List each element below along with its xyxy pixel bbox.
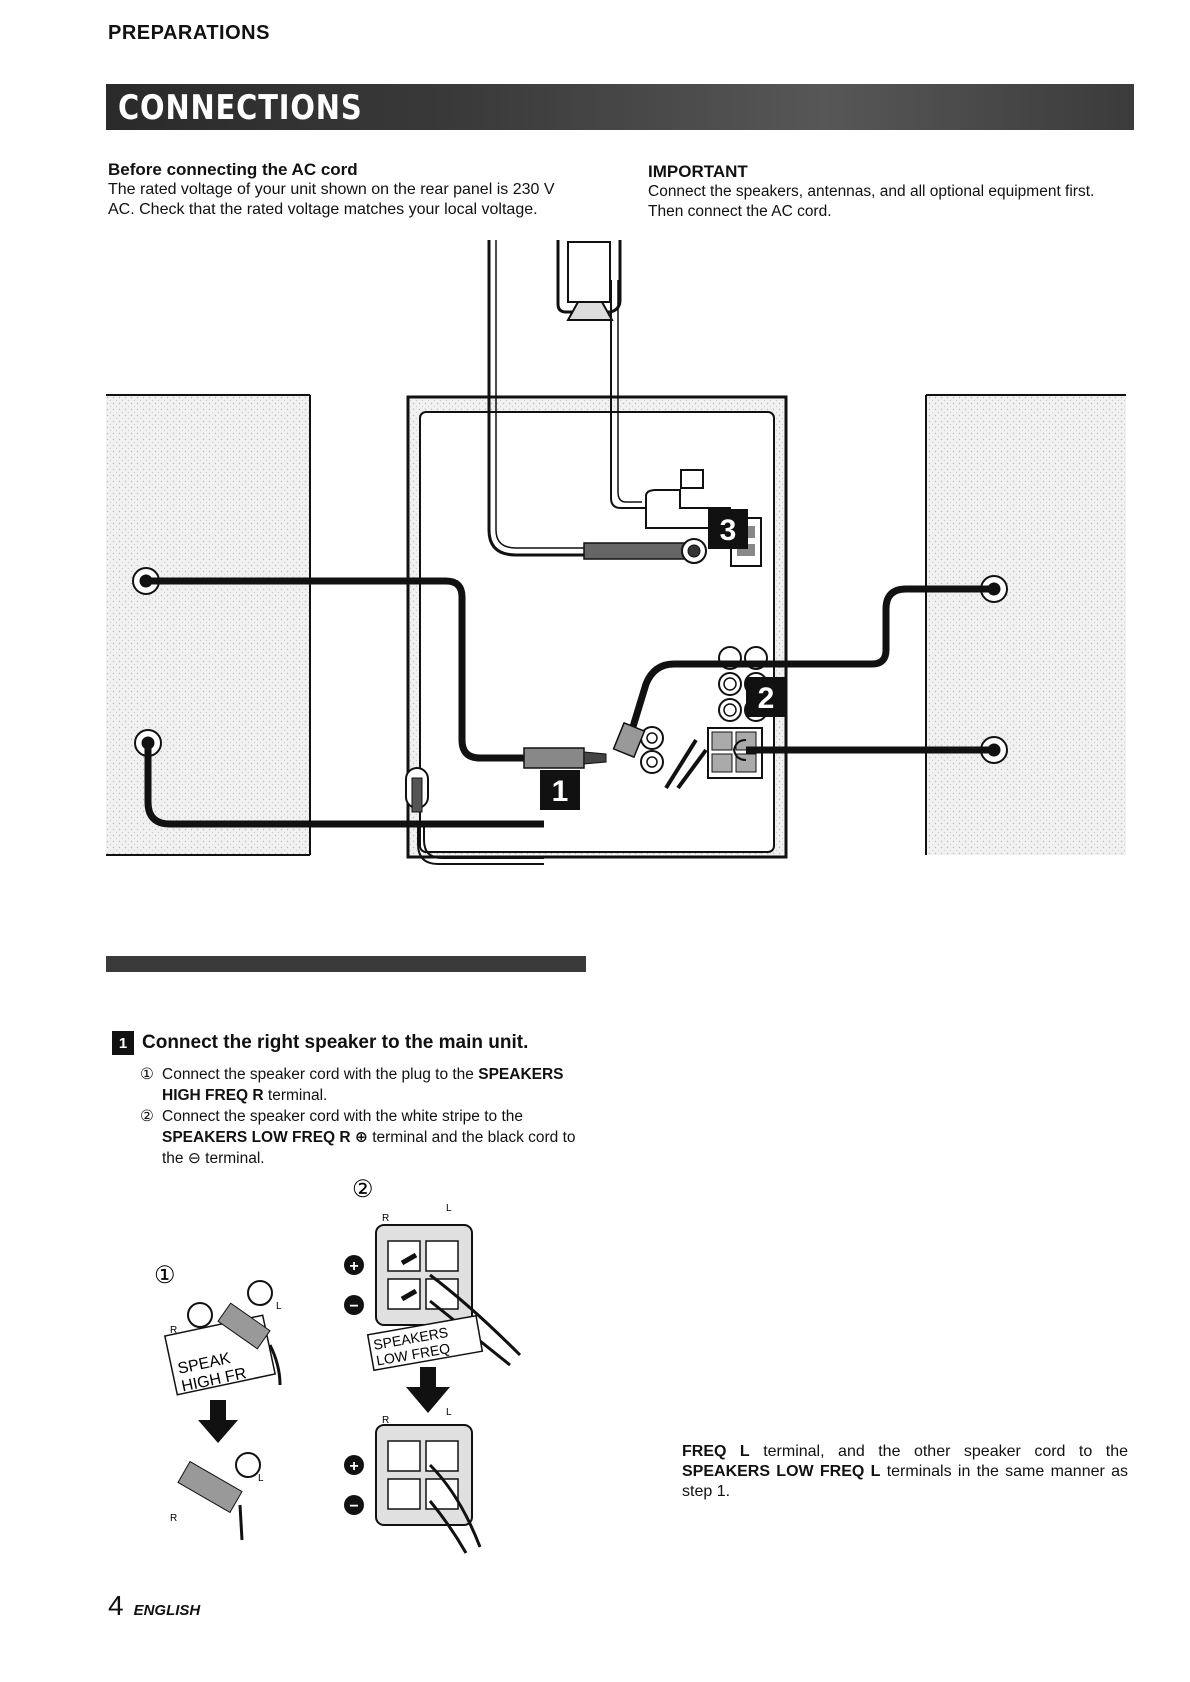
detail-marker-2: ② <box>352 1176 374 1203</box>
arrow-down-1 <box>198 1400 238 1443</box>
high-freq-jack-before: SPEAK HIGH FR R L <box>163 1280 282 1396</box>
detail-label-l-1: L <box>276 1301 282 1312</box>
right-speaker-low-cord <box>134 729 544 865</box>
continuation-text-b: terminal, and the other speaker cord to … <box>749 1443 1129 1460</box>
page-number: 4 <box>108 1590 124 1621</box>
svg-text:2: 2 <box>758 682 775 715</box>
low-freq-terminal-after: + − R L <box>344 1407 482 1554</box>
low-freq-terminal-before: SPEAKERS LOW FREQ + − R L <box>344 1203 522 1372</box>
instruction-2-marker: ② <box>140 1108 154 1125</box>
ac-cord-line-2: AC. Check that the rated voltage matches… <box>108 201 538 218</box>
instruction-1-marker: ① <box>140 1066 154 1083</box>
detail-label-l-3: L <box>446 1203 452 1214</box>
continuation-text-d: terminals in the same manner as step 1. <box>682 1463 1129 1500</box>
connection-diagram: 3 2 1 <box>106 240 1126 865</box>
left-speaker-box <box>925 394 1126 855</box>
section-label: PREPARATIONS <box>108 22 270 44</box>
detail-marker-1: ① <box>154 1262 176 1289</box>
right-speaker-box <box>106 394 311 856</box>
detail-plus-2: + <box>349 1458 358 1475</box>
high-freq-jack-after: R L <box>170 1452 264 1541</box>
am-loop-antenna <box>556 240 731 529</box>
detail-label-r-3: R <box>382 1213 389 1224</box>
ac-cord-line-1: The rated voltage of your unit shown on … <box>108 181 555 198</box>
continuation-text-c: SPEAKERS LOW FREQ L <box>682 1463 881 1480</box>
title-banner: CONNECTIONS <box>106 84 1134 130</box>
step-1-number: 1 <box>112 1031 134 1055</box>
svg-text:1: 1 <box>552 775 569 808</box>
page-title: CONNECTIONS <box>118 88 363 128</box>
instruction-1-text-d: HIGH FREQ R <box>162 1087 264 1104</box>
right-speaker-high-cord <box>132 567 607 769</box>
step-1-instructions: ① Connect the speaker cord with the plug… <box>140 1064 580 1169</box>
step-1-heading: Connect the right speaker to the main un… <box>142 1032 529 1053</box>
detail-label-r-4: R <box>382 1415 389 1426</box>
left-speaker-high-cord <box>612 575 1008 759</box>
important-note: IMPORTANT Connect the speakers, antennas… <box>648 162 1138 222</box>
instruction-1-text-e: terminal. <box>263 1087 328 1104</box>
detail-minus-2: − <box>349 1498 358 1515</box>
instruction-2-text-c: terminal and the black cord to the ⊖ ter… <box>162 1129 576 1167</box>
instruction-1: ① Connect the speaker cord with the plug… <box>140 1064 580 1106</box>
detail-label-r-2: R <box>170 1513 177 1524</box>
ac-cord-heading: Before connecting the AC cord <box>108 160 358 179</box>
detail-label-r-1: R <box>170 1325 177 1336</box>
callout-1: 1 <box>540 770 580 810</box>
callout-2: 2 <box>746 677 786 717</box>
continuation-text-a: FREQ L <box>682 1443 750 1460</box>
page-language: ENGLISH <box>133 1602 201 1619</box>
instruction-1-text-b: SPEAKERS <box>478 1066 564 1083</box>
instruction-2-text-a: Connect the speaker cord with the white … <box>162 1108 524 1125</box>
arrow-down-2 <box>406 1367 450 1413</box>
instruction-2-text-b: SPEAKERS LOW FREQ R ⊕ <box>162 1129 368 1146</box>
ac-cord-note: Before connecting the AC cord The rated … <box>108 160 608 220</box>
instruction-2: ② Connect the speaker cord with the whit… <box>140 1106 580 1169</box>
detail-label-l-2: L <box>258 1473 264 1484</box>
detail-label-l-4: L <box>446 1407 452 1418</box>
page-footer: 4 ENGLISH <box>108 1590 200 1622</box>
important-line-2: Then connect the AC cord. <box>648 203 832 220</box>
terminal-detail-illustration: ① ② SPEAK HIGH FR R L R L SPEAKERS LOW F… <box>154 1176 522 1554</box>
svg-text:3: 3 <box>720 514 737 547</box>
fm-antenna-wire <box>487 240 707 564</box>
instruction-1-text-a: Connect the speaker cord with the plug t… <box>162 1066 479 1083</box>
callout-3: 3 <box>708 509 748 549</box>
step-1-title: 1 Connect the right speaker to the main … <box>112 1031 528 1055</box>
detail-minus-1: − <box>349 1298 358 1315</box>
left-speaker-low-cord <box>664 736 1008 790</box>
important-line-1: Connect the speakers, antennas, and all … <box>648 183 1095 200</box>
important-heading: IMPORTANT <box>648 162 748 181</box>
step-2-continuation: FREQ L terminal, and the other speaker c… <box>682 1442 1128 1502</box>
detail-plus-1: + <box>349 1258 358 1275</box>
section-divider <box>106 956 586 972</box>
